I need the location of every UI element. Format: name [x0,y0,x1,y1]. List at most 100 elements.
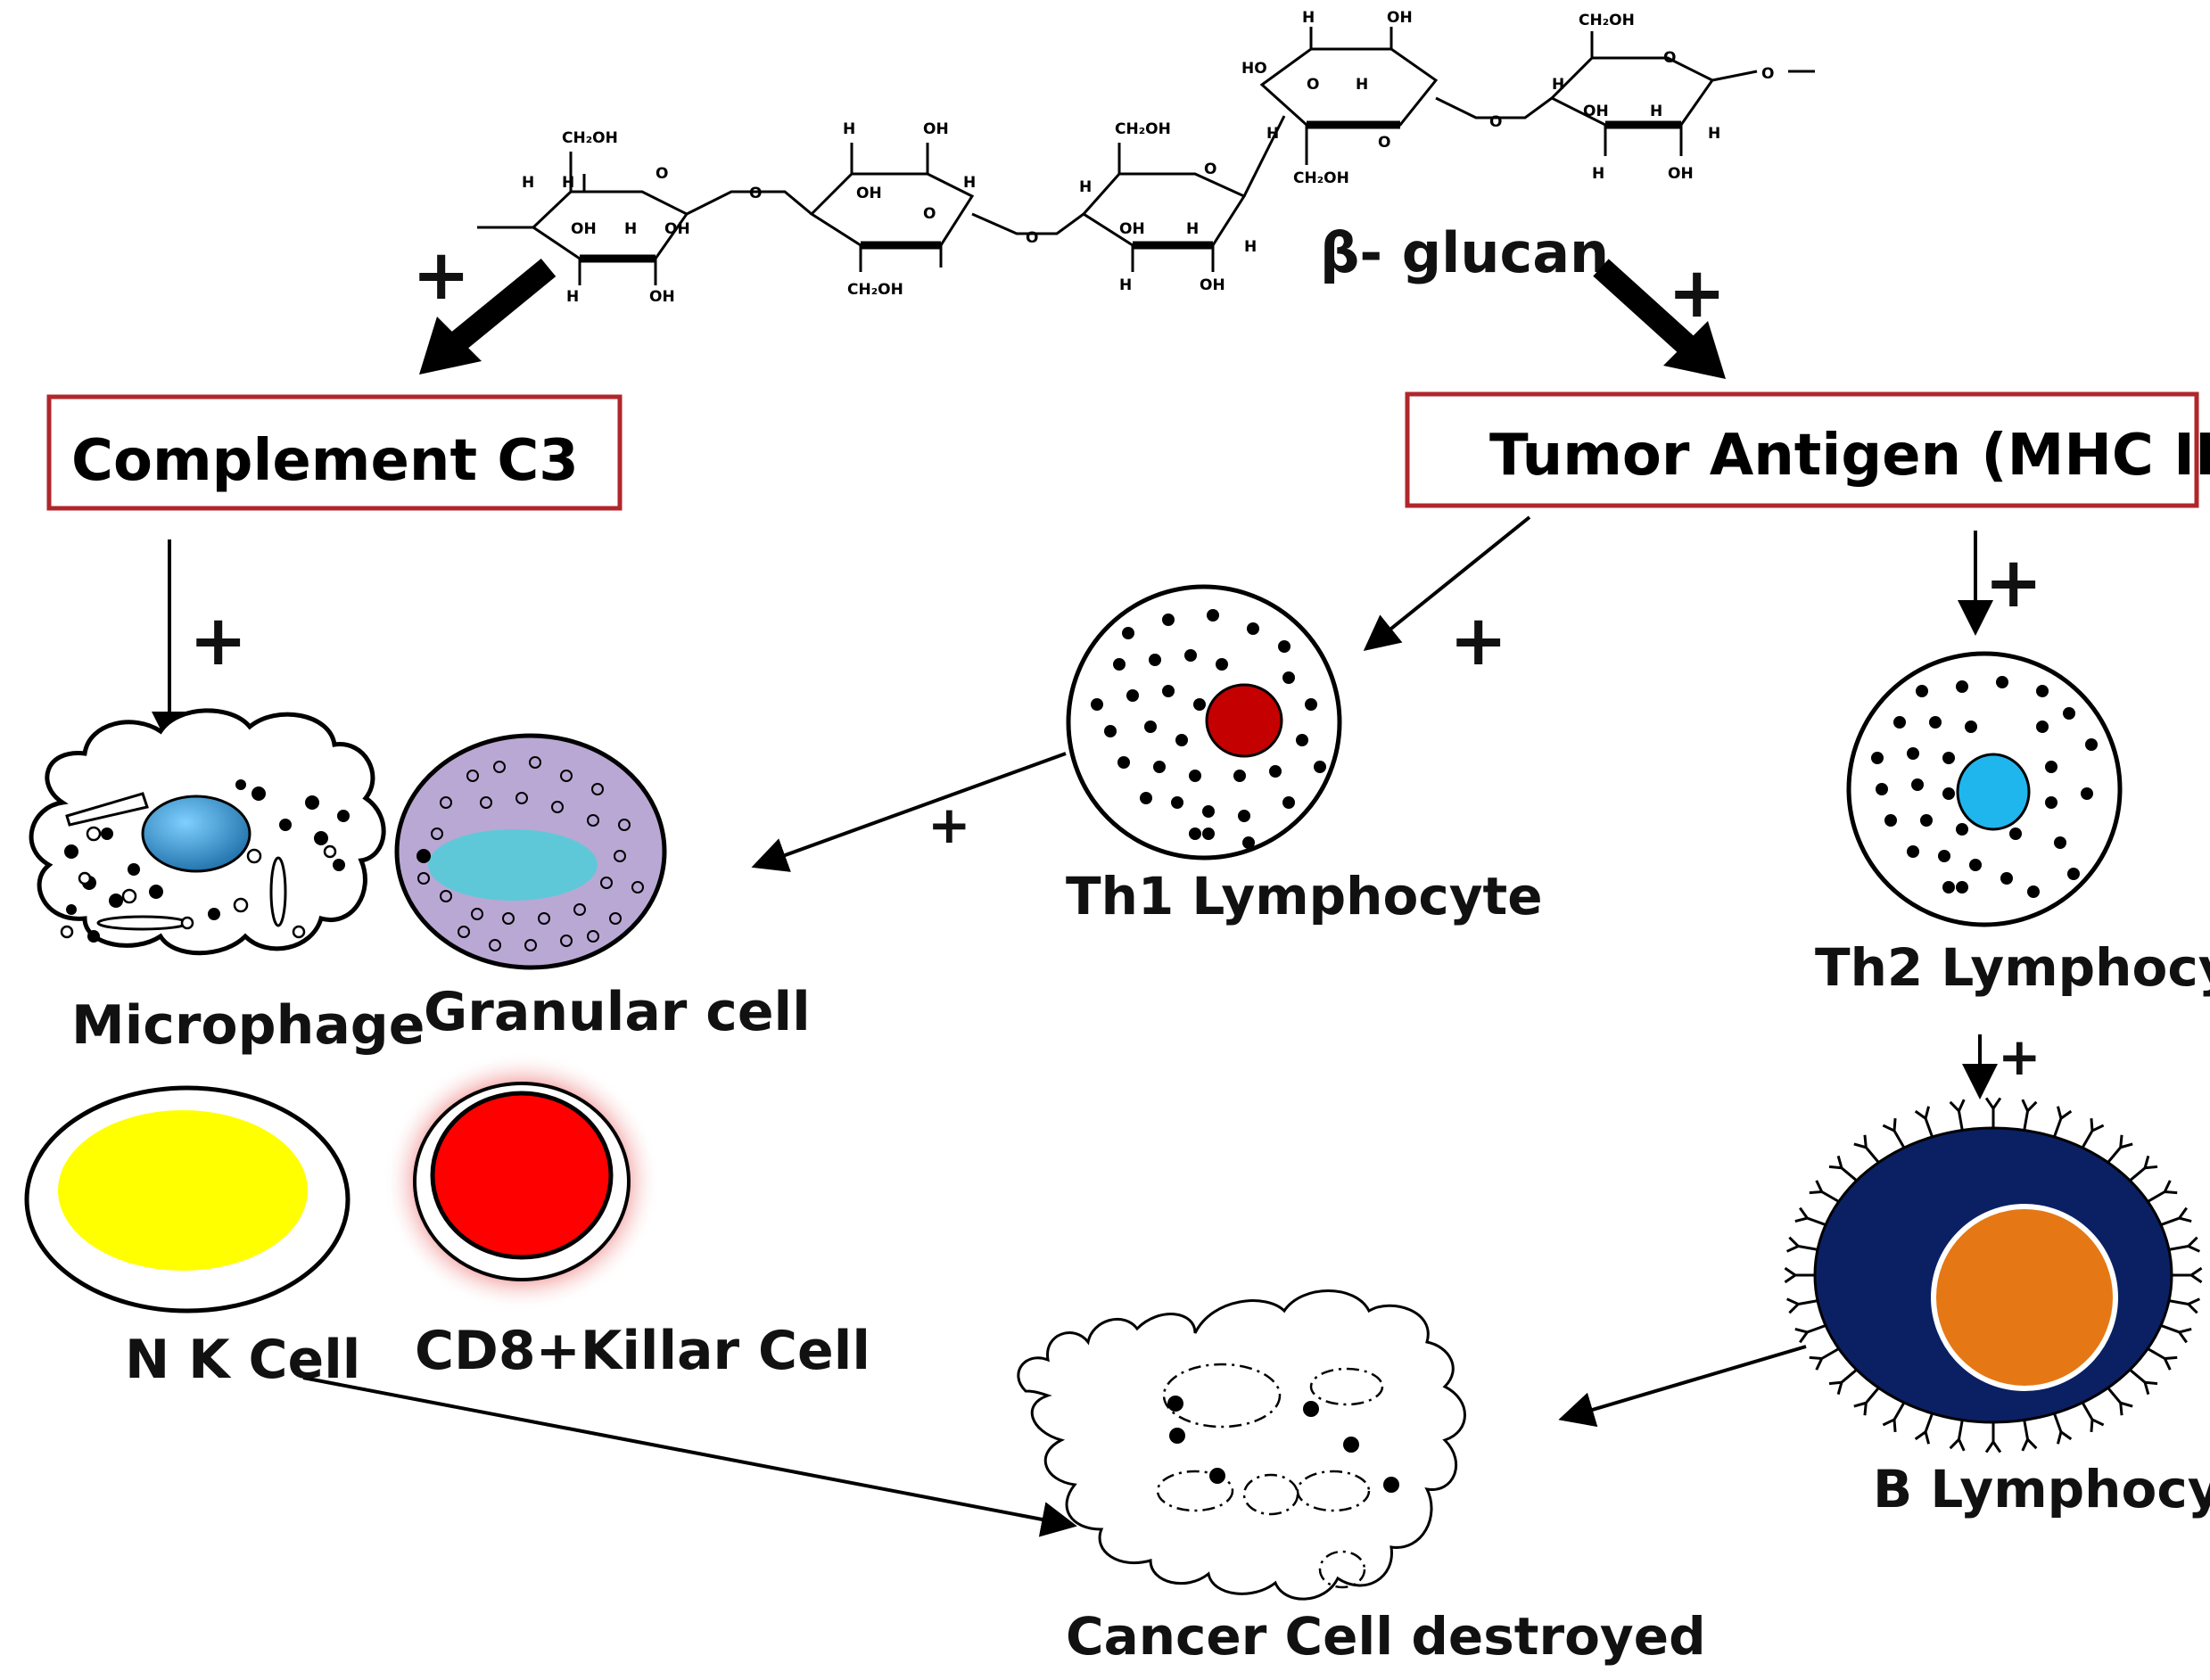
antibody-receptor [2129,1368,2158,1396]
complement-c3-box: Complement C3 [46,394,623,511]
beta-glucan-label: β- glucan [1320,220,1609,285]
antibody-receptor [1949,1099,1966,1131]
atom-h: H [522,174,534,192]
antibody-receptor [1784,1266,1815,1284]
plus-sign: + [1668,253,1726,334]
atom-oh: OH [856,185,882,202]
atom-h: H [1650,103,1662,120]
antibody-receptor [1794,1206,1827,1226]
b-lymphocyte [1784,1097,2203,1454]
plus-sign: + [1984,543,2042,623]
plus-sign: + [412,235,470,316]
antibody-receptor [1809,1347,1840,1371]
atom-h: H [1244,238,1257,256]
antibody-receptor [2168,1297,2200,1314]
atom-h: H [1186,220,1199,238]
b-lymphocyte-receptors [1784,1097,2203,1454]
antibody-receptor [1984,1422,2002,1454]
plus-sign: + [928,795,971,855]
atom-h: H [1356,76,1368,94]
beta-glucan-atom-labels: CH₂OH O H H OH H OH H OH O H OH H OH O C… [522,9,1774,306]
antibody-receptor [1882,1402,1906,1433]
complement-c3-label: Complement C3 [71,428,579,494]
antibody-receptor [2081,1402,2105,1433]
atom-oh: OH [923,120,949,138]
glucan-arrows [419,258,1726,379]
atom-oh: OH [1200,276,1225,294]
cd8-killer-cell-label: CD8+Killar Cell [415,1320,870,1382]
atom-ch2oh: CH₂OH [1579,12,1635,29]
atom-ch2oh: CH₂OH [1115,120,1171,138]
beta-glucan-structure [477,27,1815,285]
atom-o: O [1204,161,1216,178]
antibody-receptor [1914,1412,1934,1445]
plus-sign: + [1998,1026,2041,1087]
antibody-receptor [2147,1347,2178,1371]
nk-cell-label: N K Cell [125,1329,360,1391]
nk-cell [24,1085,350,1314]
atom-h: H [562,174,574,192]
atom-oh: OH [1668,165,1694,183]
antibody-receptor [2021,1099,2038,1131]
antibody-receptor [2147,1180,2178,1203]
atom-o: O [1663,49,1676,67]
microphage-cell [29,708,386,956]
antibody-receptor [1809,1180,1840,1203]
th1-lymphocyte [1066,584,1342,861]
atom-h: H [963,174,976,192]
antibody-receptor [2021,1420,2038,1452]
tumor-antigen-box: Tumor Antigen (MHC II) [1405,391,2210,508]
atom-h: H [1708,125,1720,143]
antibody-receptor [2107,1387,2133,1416]
tumor-antigen-label: Tumor Antigen (MHC II) [1489,423,2210,489]
atom-oh: OH [1583,103,1609,120]
antibody-receptor [1828,1155,1858,1182]
flow-arrows [152,515,1998,1537]
atom-o: O [749,185,762,202]
atom-o: O [1026,229,1038,247]
antibody-receptor [2081,1117,2105,1149]
antibody-receptor [1853,1387,1880,1416]
granular-cell-label: Granular cell [424,981,811,1043]
atom-o: O [1378,134,1390,152]
antibody-receptor [2160,1206,2192,1226]
antibody-receptor [1984,1097,2002,1128]
granular-cell [394,733,667,970]
atom-oh: OH [1387,9,1413,27]
atom-h: H [1119,276,1132,294]
antibody-receptor [2052,1106,2073,1138]
antibody-receptor [1853,1134,1880,1164]
cancer-cell [1017,1289,1466,1601]
antibody-receptor [2107,1134,2133,1164]
antibody-receptor [1828,1368,1858,1396]
antibody-receptor [1882,1117,1906,1149]
microphage-label: Microphage [71,994,425,1057]
antibody-receptor [1794,1324,1827,1344]
th2-lymphocyte [1846,651,2123,927]
atom-ho: HO [1241,60,1267,78]
atom-h: H [1552,76,1564,94]
antibody-receptor [1949,1420,1966,1452]
b-lymphocyte-label: B Lymphocyte [1873,1459,2210,1519]
atom-o: O [1307,76,1319,94]
atom-h: H [843,120,855,138]
atom-oh: OH [1119,220,1145,238]
th1-lymphocyte-label: Th1 Lymphocyte [1066,866,1543,926]
antibody-receptor [2168,1236,2200,1253]
atom-ch2oh: CH₂OH [562,129,618,147]
atom-ch2oh: CH₂OH [1293,169,1349,187]
antibody-receptor [2160,1324,2192,1344]
atom-ch2oh: CH₂OH [847,281,903,299]
th2-lymphocyte-label: Th2 Lymphocyte [1815,937,2210,998]
antibody-receptor [1914,1106,1934,1138]
atom-h: H [624,220,637,238]
cd8-killer-cell [383,1052,660,1311]
antibody-receptor [1786,1297,1818,1314]
atom-o: O [656,165,668,183]
antibody-receptor [2129,1155,2158,1182]
cancer-cell-label: Cancer Cell destroyed [1066,1606,1706,1667]
atom-h: H [1302,9,1315,27]
antibody-receptor [2052,1412,2073,1445]
atom-h: H [1079,178,1092,196]
